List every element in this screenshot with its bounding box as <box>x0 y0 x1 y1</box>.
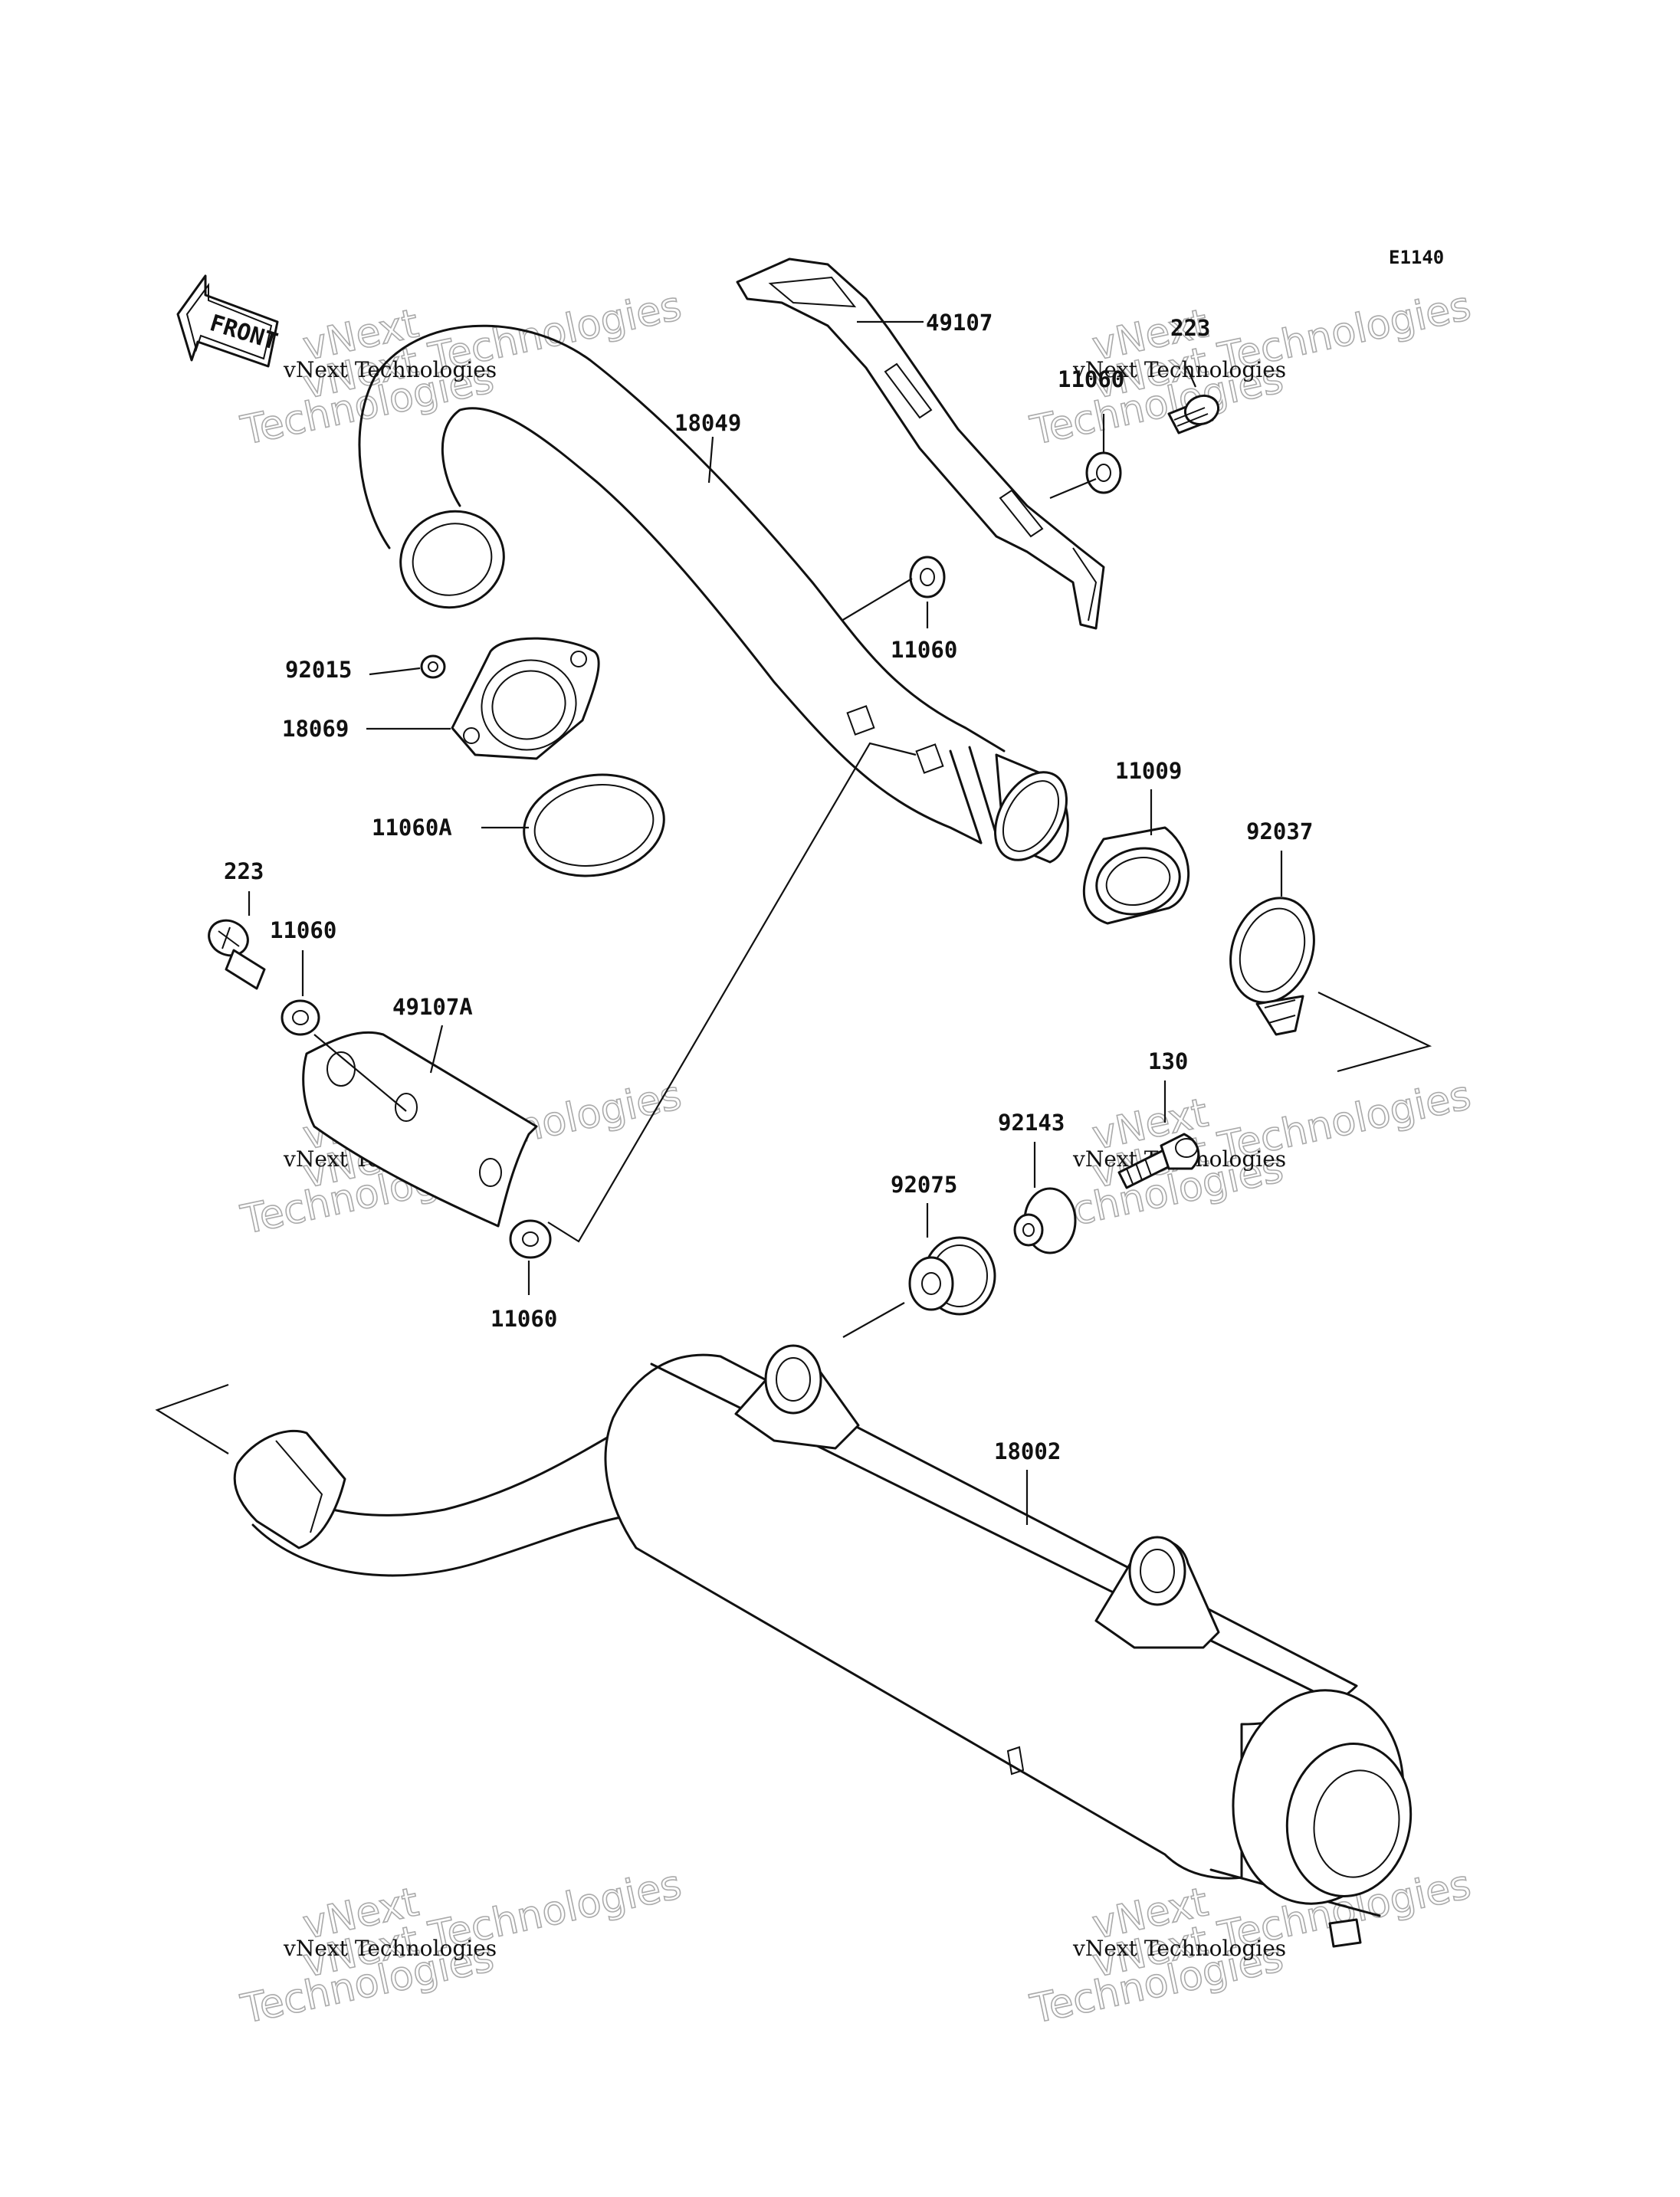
watermark-bottom-left: Technologies vNext vNext Technologies vN… <box>236 1861 686 2034</box>
muffler-18002 <box>233 1344 1413 1948</box>
washer-11060-bottom <box>509 1219 552 1259</box>
label-223-top: 223 <box>1170 315 1210 341</box>
watermark-bottom-right: Technologies vNext vNext Technologies vN… <box>1025 1861 1475 2034</box>
label-92015: 92015 <box>285 657 352 683</box>
diagram-code: E1140 <box>1389 247 1444 268</box>
label-11060-left: 11060 <box>270 917 336 943</box>
watermark-mid-right: Technologies vNext vNext Technologies vN… <box>1025 1072 1475 1244</box>
label-92143: 92143 <box>998 1110 1065 1136</box>
label-11009: 11009 <box>1115 758 1182 784</box>
label-92037: 92037 <box>1246 818 1313 844</box>
label-11060-mid: 11060 <box>891 637 957 663</box>
flange-18069 <box>451 637 600 760</box>
header-pipe-18049 <box>358 324 1069 864</box>
gasket-11060A <box>523 773 665 877</box>
label-11060-top: 11060 <box>1058 366 1124 392</box>
bolt-223-left <box>208 919 266 990</box>
label-223-left: 223 <box>224 858 264 884</box>
label-92075: 92075 <box>891 1172 957 1198</box>
bolt-130 <box>1117 1133 1200 1189</box>
bracket-49107 <box>736 257 1105 630</box>
label-18069: 18069 <box>282 716 349 742</box>
washer-11060-top <box>1085 451 1122 494</box>
clamp-92037 <box>1229 897 1315 1036</box>
bolt-223-top <box>1167 394 1220 434</box>
watermark-top-left: Technologies vNext vNext Technologies vN… <box>236 283 686 455</box>
label-49107: 49107 <box>926 310 993 336</box>
label-130: 130 <box>1148 1048 1188 1074</box>
label-18002: 18002 <box>994 1438 1061 1464</box>
front-arrow-icon: FRONT <box>176 274 281 368</box>
svg-text:vNext Technologies: vNext Technologies <box>283 1936 497 1961</box>
label-11060-bottom: 11060 <box>491 1306 557 1332</box>
svg-text:vNext Technologies: vNext Technologies <box>1072 1936 1286 1961</box>
nut-92015 <box>420 654 446 679</box>
svg-text:vNext Technologies: vNext Technologies <box>283 357 497 382</box>
collar-92143 <box>1013 1187 1077 1254</box>
label-18049: 18049 <box>674 410 741 436</box>
washer-11060-left <box>281 999 320 1036</box>
leader-lines <box>155 320 1432 1525</box>
label-11060A: 11060A <box>372 815 452 841</box>
sleeve-11009 <box>1082 826 1190 925</box>
label-49107A: 49107A <box>392 994 473 1020</box>
svg-text:vNext Technologies: vNext Technologies <box>1072 357 1286 382</box>
grommet-92075 <box>908 1236 996 1316</box>
washer-11060-mid <box>909 556 946 598</box>
